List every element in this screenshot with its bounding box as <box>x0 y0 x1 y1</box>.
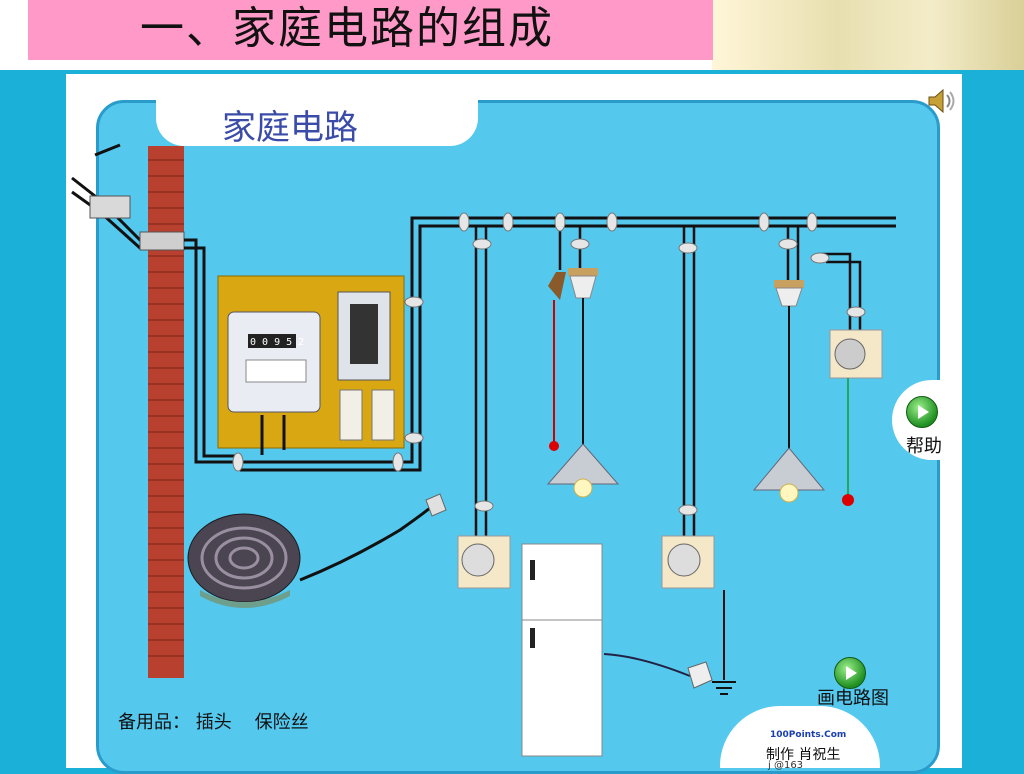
refrigerator <box>521 543 603 757</box>
meter-reading: 0 0 9 5 2 <box>250 337 304 348</box>
panel-title-tab <box>156 98 478 146</box>
stove-plug <box>425 493 447 517</box>
draw-circuit-button[interactable] <box>834 657 866 689</box>
speaker-icon[interactable] <box>925 86 959 116</box>
fridge-plug <box>687 661 713 689</box>
bulb-1 <box>573 478 593 498</box>
flash-frame <box>66 74 962 774</box>
help-button[interactable] <box>906 396 938 428</box>
credit-extra: j @163 <box>768 760 804 771</box>
spares-row: 备用品： 插头 保险丝 <box>118 708 309 734</box>
pole-clamp <box>139 231 185 251</box>
ceiling-rose-2 <box>774 280 804 288</box>
title-banner <box>28 0 713 60</box>
draw-circuit-label[interactable]: 画电路图 <box>817 688 889 709</box>
help-label[interactable]: 帮助 <box>906 436 942 457</box>
fuse-left <box>339 389 363 441</box>
credit-author: 制作 肖祝生 <box>766 747 841 763</box>
bulb-2 <box>779 483 799 503</box>
pull-switch <box>548 272 566 300</box>
credit-logo[interactable]: 100Points.Com <box>770 730 847 740</box>
spares-label: 备用品： <box>118 712 190 733</box>
play-icon <box>918 405 929 419</box>
brick-pole <box>148 146 184 678</box>
ceiling-rose-1 <box>568 268 598 276</box>
credit-tab <box>720 706 880 768</box>
play-icon <box>846 666 857 680</box>
spare-plug[interactable]: 插头 <box>195 712 232 733</box>
panel-title: 家庭电路 <box>222 108 358 148</box>
ground-symbol <box>712 590 736 695</box>
spare-fuse[interactable]: 保险丝 <box>254 712 309 733</box>
slide-title: 一、家庭电路的组成 <box>140 3 554 54</box>
header-decoration <box>712 0 1024 70</box>
service-insulator <box>89 195 131 219</box>
lamp-shade-1 <box>546 443 620 485</box>
fuse-right <box>371 389 395 441</box>
